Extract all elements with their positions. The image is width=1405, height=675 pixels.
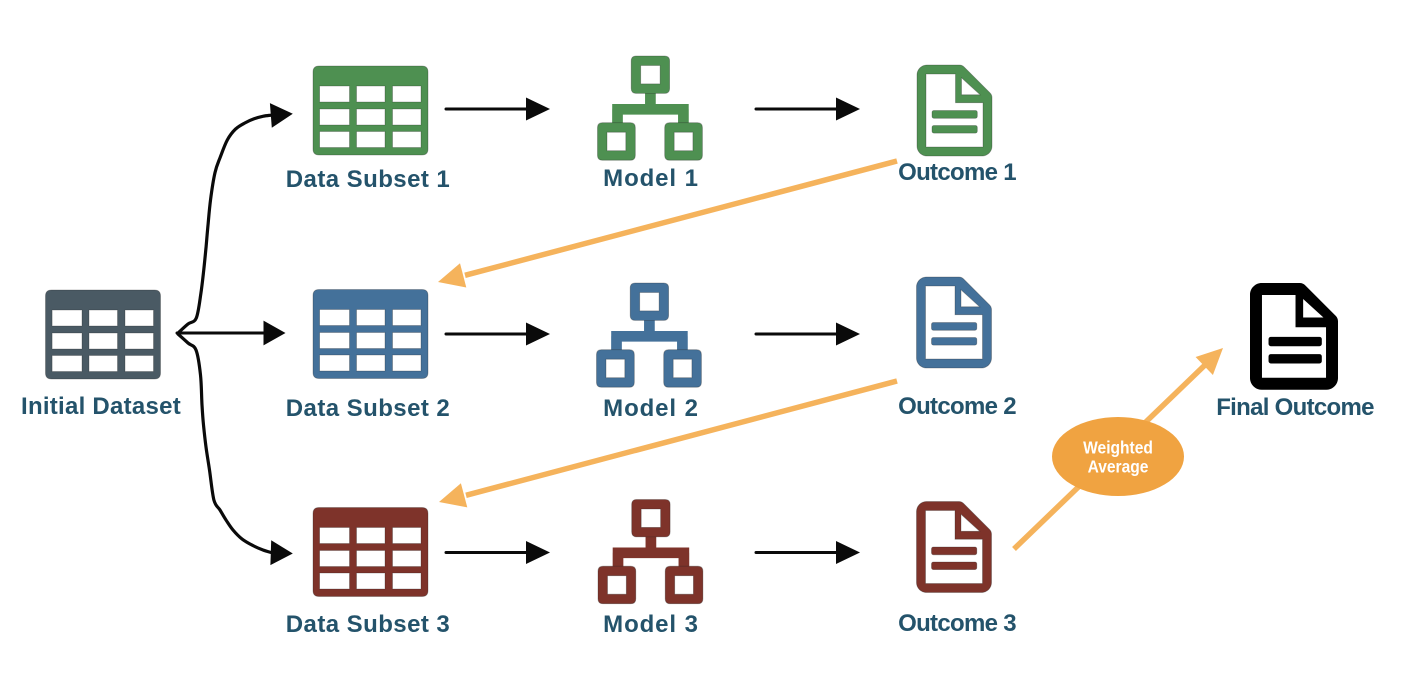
svg-text:Data Subset 1: Data Subset 1 — [286, 166, 450, 193]
svg-text:Model 2: Model 2 — [603, 395, 699, 422]
svg-text:Outcome 1: Outcome 1 — [898, 159, 1016, 186]
svg-text:Model 3: Model 3 — [603, 611, 699, 638]
svg-text:Average: Average — [1088, 457, 1149, 477]
svg-text:Weighted: Weighted — [1083, 437, 1153, 457]
svg-text:Initial Dataset: Initial Dataset — [21, 393, 181, 420]
svg-text:Data Subset 2: Data Subset 2 — [286, 395, 450, 422]
svg-text:Outcome 3: Outcome 3 — [898, 610, 1016, 637]
svg-text:Data Subset 3: Data Subset 3 — [286, 611, 450, 638]
svg-text:Final Outcome: Final Outcome — [1216, 394, 1374, 421]
svg-text:Model 1: Model 1 — [603, 165, 699, 192]
svg-text:Outcome 2: Outcome 2 — [898, 393, 1016, 420]
